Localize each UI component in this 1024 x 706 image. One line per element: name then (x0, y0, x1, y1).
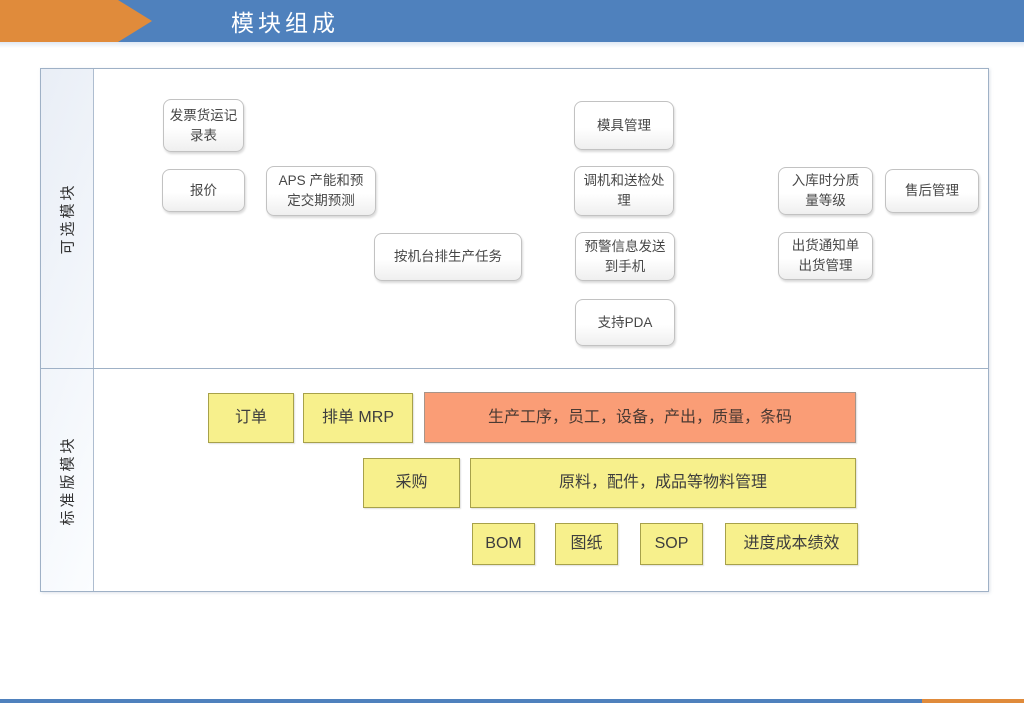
module-box-drawings: 图纸 (555, 523, 618, 565)
module-box-scheduling-mrp: 排单 MRP (303, 393, 413, 443)
module-box-order: 订单 (208, 393, 294, 443)
module-box-bom: BOM (472, 523, 535, 565)
module-box-sop: SOP (640, 523, 703, 565)
module-box-purchasing: 采购 (363, 458, 460, 508)
module-box-alert-to-phone: 预警信息发送 到手机 (575, 232, 675, 281)
module-box-after-sales-management: 售后管理 (885, 169, 979, 213)
page-title: 模块组成 (231, 10, 339, 36)
module-box-inbound-quality-grading: 入库时分质 量等级 (778, 167, 873, 215)
module-box-progress-cost-performance: 进度成本绩效 (725, 523, 858, 565)
footer-bar-blue (0, 699, 922, 703)
section-label-optional: 可选模块 (41, 69, 93, 368)
module-box-machine-production-task: 按机台排生产任务 (374, 233, 522, 281)
section-label-optional-text: 可选模块 (59, 182, 77, 255)
module-box-material-management: 原料，配件，成品等物料管理 (470, 458, 856, 508)
module-box-pda-support: 支持PDA (575, 299, 675, 346)
section-divider-line (41, 368, 988, 369)
section-label-column (41, 69, 94, 591)
module-box-mold-management: 模具管理 (574, 101, 674, 150)
header-underline (0, 42, 1024, 48)
section-label-standard-text: 标准版模块 (59, 434, 77, 526)
section-label-standard: 标准版模块 (41, 369, 93, 591)
module-box-quotation: 报价 (162, 169, 245, 212)
module-box-shipping-notice-management: 出货通知单 出货管理 (778, 232, 873, 280)
module-box-production-process: 生产工序，员工，设备，产出，质量，条码 (424, 392, 856, 443)
header-bar (0, 0, 1024, 42)
module-box-aps-capacity-forecast: APS 产能和预 定交期预测 (266, 166, 376, 216)
header-arrow-shape (0, 0, 152, 42)
module-box-invoice-shipping-record: 发票货运记 录表 (163, 99, 244, 152)
footer-bar-orange (922, 699, 1024, 703)
module-box-tuning-inspection-handling: 调机和送检处 理 (574, 166, 674, 216)
